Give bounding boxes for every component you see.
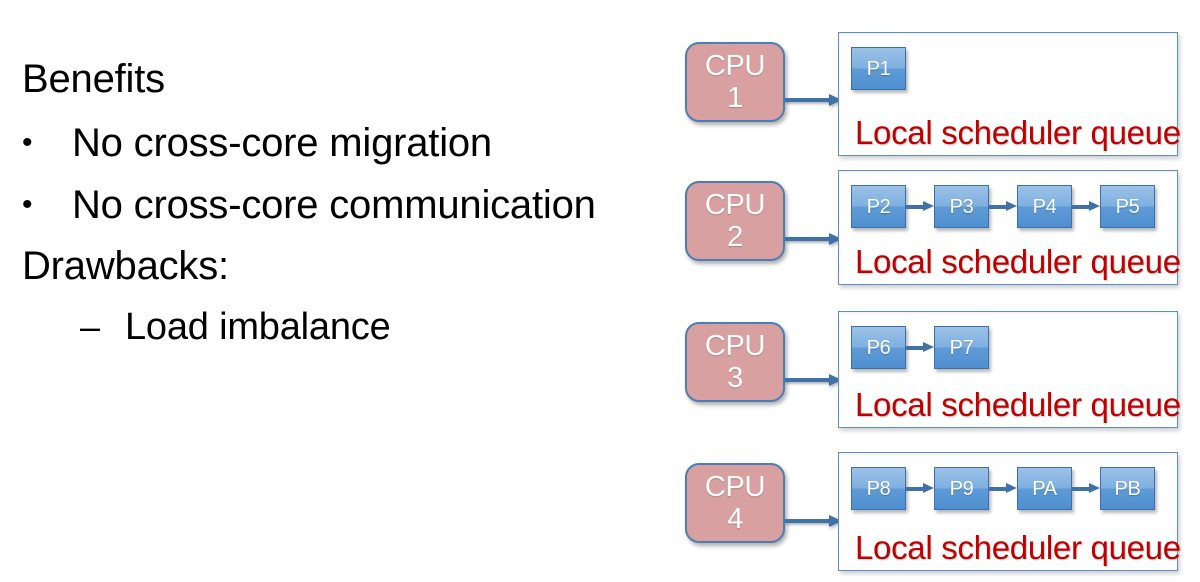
- bullet-item-no-cross-core-communication: • No cross-core communication: [22, 183, 596, 227]
- process-label: P3: [949, 195, 974, 218]
- bullet-item-no-cross-core-migration: • No cross-core migration: [22, 121, 492, 165]
- local-scheduler-queue-2: P2 P3 P4: [838, 170, 1181, 285]
- arrow-shaft: [906, 487, 925, 491]
- process-box[interactable]: P5: [1100, 185, 1155, 228]
- process-label: P8: [866, 477, 891, 500]
- drawbacks-heading: Drawbacks:: [22, 244, 229, 288]
- process-chain: P6 P7: [851, 326, 989, 369]
- process-box[interactable]: P4: [1017, 185, 1072, 228]
- queue-caption: Local scheduler queue: [855, 529, 1181, 566]
- queue-caption: Local scheduler queue: [855, 386, 1181, 423]
- cpu-box-number: 3: [727, 362, 743, 394]
- cpu-to-queue-arrow-icon: [785, 233, 842, 245]
- subbullet-label: Load imbalance: [125, 306, 391, 348]
- cpu-to-queue-arrow-icon: [785, 374, 842, 386]
- process-box[interactable]: P8: [851, 467, 906, 510]
- process-label: P2: [866, 195, 891, 218]
- process-box[interactable]: P1: [851, 47, 906, 90]
- arrow-shaft: [785, 519, 831, 523]
- process-label: P5: [1115, 195, 1140, 218]
- cpu-to-queue-arrow-icon: [785, 515, 842, 527]
- process-chain: P1: [851, 47, 906, 90]
- process-label: PB: [1114, 477, 1141, 500]
- arrow-shaft: [906, 346, 925, 350]
- process-label: P6: [866, 336, 891, 359]
- cpu-box-label: CPU: [704, 49, 766, 82]
- cpu-queue-row: CPU 3 P6 P7 Local scheduler queue: [660, 305, 1200, 438]
- cpu-box-3[interactable]: CPU 3: [685, 322, 785, 402]
- process-link-arrow-icon: [1072, 483, 1100, 494]
- bullet-label: No cross-core migration: [72, 121, 492, 165]
- local-scheduler-queue-1: P1 Local scheduler queue: [838, 32, 1181, 156]
- arrow-head: [923, 483, 934, 493]
- process-link-arrow-icon: [989, 483, 1017, 494]
- arrow-head: [1006, 201, 1017, 211]
- cpu-box-label: CPU: [704, 188, 766, 221]
- arrow-shaft: [1072, 487, 1091, 491]
- bullet-marker-icon: •: [22, 188, 33, 221]
- process-label: P7: [949, 336, 974, 359]
- process-label: P9: [949, 477, 974, 500]
- arrow-head: [1089, 201, 1100, 211]
- arrow-shaft: [989, 487, 1008, 491]
- cpu-box-number: 1: [727, 82, 743, 114]
- process-link-arrow-icon: [1072, 201, 1100, 212]
- arrow-head: [923, 201, 934, 211]
- process-chain: P2 P3 P4: [851, 185, 1155, 228]
- process-link-arrow-icon: [989, 201, 1017, 212]
- process-box[interactable]: P3: [934, 185, 989, 228]
- cpu-queue-row: CPU 2 P2 P3: [660, 165, 1200, 295]
- arrow-shaft: [906, 205, 925, 209]
- process-box[interactable]: P7: [934, 326, 989, 369]
- arrow-shaft: [785, 378, 831, 382]
- process-box[interactable]: P6: [851, 326, 906, 369]
- process-label: P4: [1032, 195, 1057, 218]
- cpu-box-label: CPU: [704, 329, 766, 362]
- process-chain: P8 P9 PA: [851, 467, 1155, 510]
- subbullet-item-load-imbalance: – Load imbalance: [80, 305, 391, 349]
- text-column: Benefits • No cross-core migration • No …: [22, 57, 596, 349]
- process-box[interactable]: PA: [1017, 467, 1072, 510]
- process-link-arrow-icon: [906, 201, 934, 212]
- local-scheduler-queue-4: P8 P9 PA: [838, 452, 1181, 571]
- arrow-head: [1089, 483, 1100, 493]
- cpu-queue-row: CPU 1 P1 Local scheduler queue: [660, 24, 1200, 164]
- arrow-head: [923, 342, 934, 352]
- dash-marker-icon: –: [80, 306, 101, 347]
- cpu-box-number: 2: [727, 221, 743, 253]
- process-box[interactable]: P2: [851, 185, 906, 228]
- cpu-queue-row: CPU 4 P8 P9: [660, 447, 1200, 582]
- cpu-box-label: CPU: [704, 470, 766, 503]
- cpu-to-queue-arrow-icon: [785, 94, 842, 106]
- bullet-marker-icon: •: [22, 126, 33, 159]
- process-label: P1: [866, 57, 891, 80]
- cpu-box-4[interactable]: CPU 4: [685, 463, 785, 543]
- arrow-head: [1006, 483, 1017, 493]
- benefits-heading: Benefits: [22, 57, 165, 101]
- process-link-arrow-icon: [906, 483, 934, 494]
- queue-caption: Local scheduler queue: [855, 243, 1181, 280]
- arrow-shaft: [989, 205, 1008, 209]
- cpu-box-number: 4: [727, 503, 743, 535]
- cpu-box-2[interactable]: CPU 2: [685, 181, 785, 261]
- local-scheduler-queue-3: P6 P7 Local scheduler queue: [838, 311, 1181, 428]
- arrow-shaft: [1072, 205, 1091, 209]
- cpu-box-1[interactable]: CPU 1: [685, 42, 785, 122]
- queue-caption: Local scheduler queue: [855, 114, 1181, 151]
- process-link-arrow-icon: [906, 342, 934, 353]
- process-box[interactable]: P9: [934, 467, 989, 510]
- arrow-shaft: [785, 237, 831, 241]
- process-label: PA: [1032, 477, 1057, 500]
- process-box[interactable]: PB: [1100, 467, 1155, 510]
- arrow-shaft: [785, 98, 831, 102]
- scheduler-diagram: CPU 1 P1 Local scheduler queue CPU 2: [660, 0, 1200, 582]
- bullet-label: No cross-core communication: [72, 183, 596, 227]
